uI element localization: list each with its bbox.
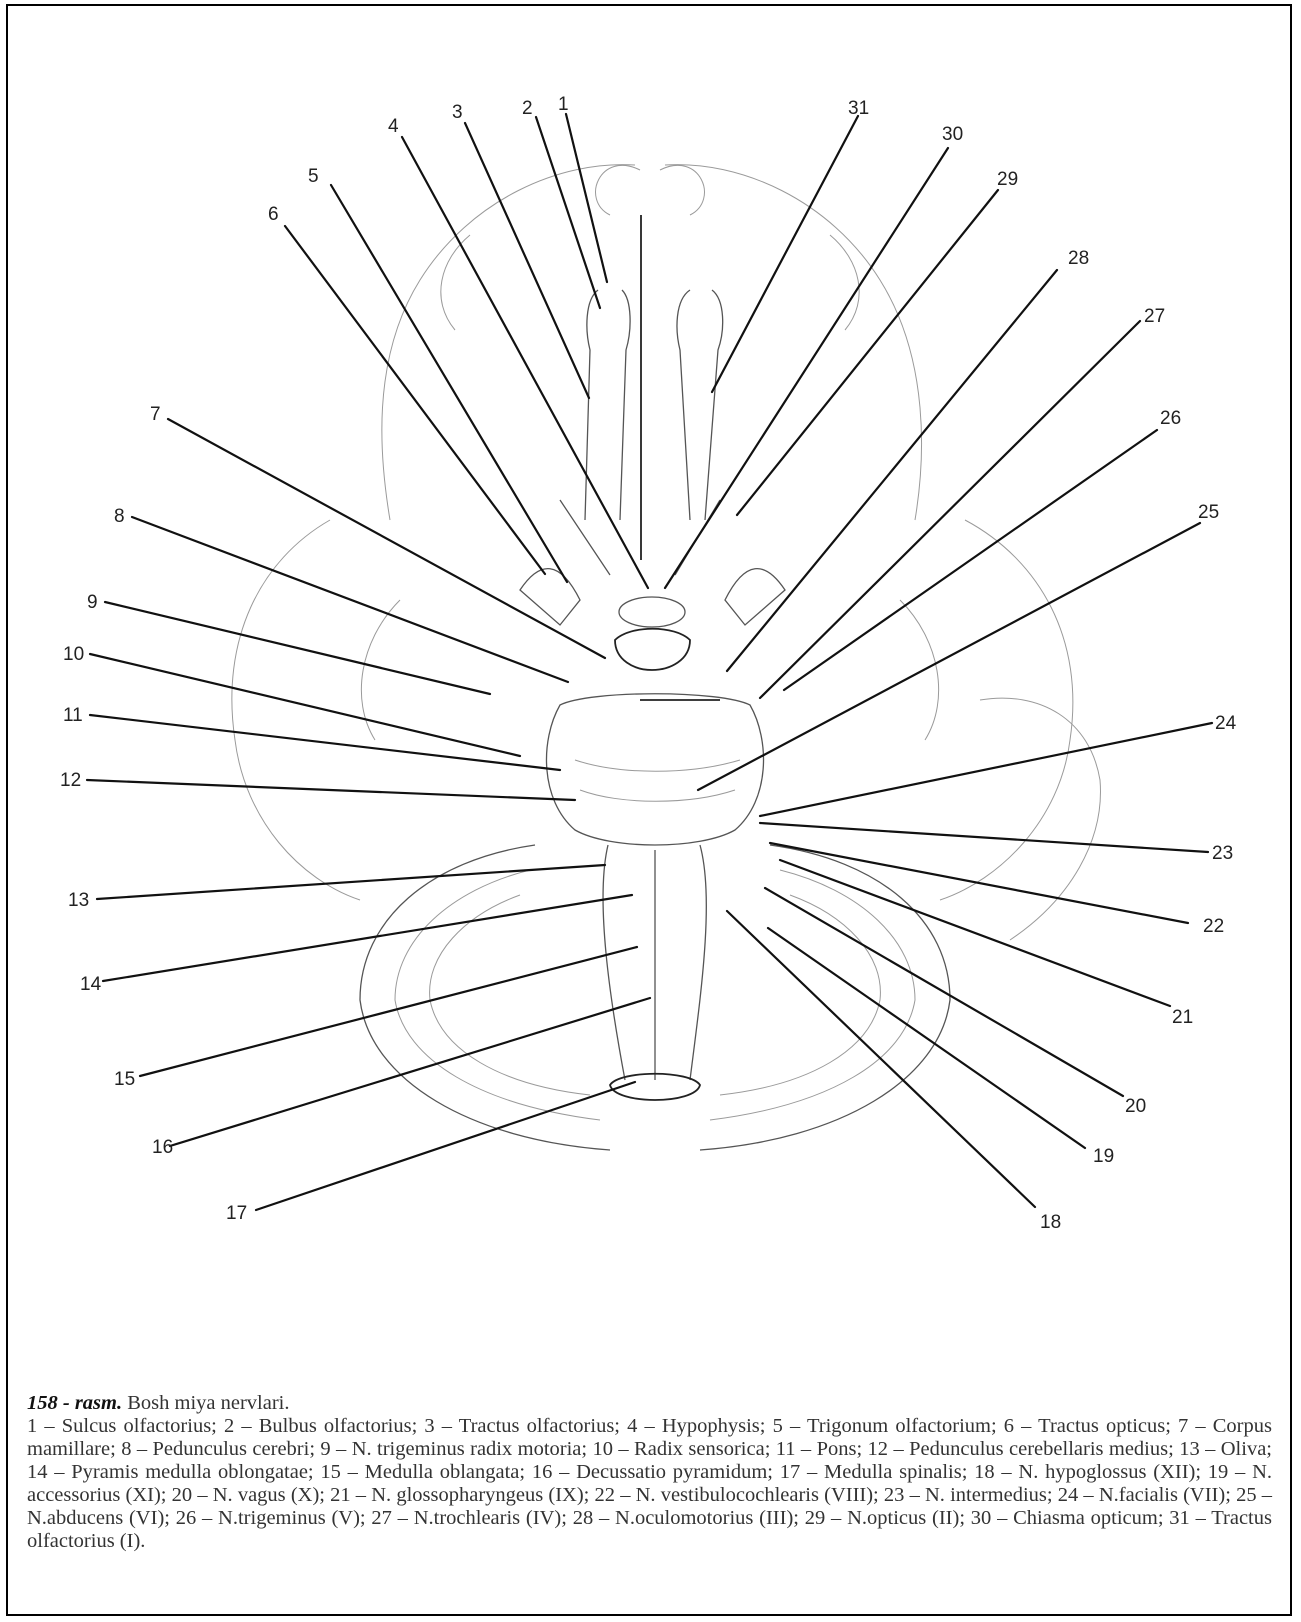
- label-21: 21: [1172, 1007, 1193, 1028]
- label-18: 18: [1040, 1212, 1061, 1233]
- label-11: 11: [63, 705, 83, 726]
- optic-region: [520, 500, 785, 670]
- label-10: 10: [63, 644, 84, 665]
- cerebrum-outline: [232, 165, 1101, 940]
- label-25: 25: [1198, 502, 1219, 523]
- label-17: 17: [226, 1203, 247, 1224]
- label-19: 19: [1093, 1146, 1114, 1167]
- label-2: 2: [522, 98, 533, 119]
- label-29: 29: [997, 169, 1018, 190]
- label-4: 4: [388, 116, 399, 137]
- figure-caption: 158 - rasm. Bosh miya nervlari. 1 – Sulc…: [27, 1392, 1272, 1553]
- label-1: 1: [558, 94, 569, 115]
- label-6: 6: [268, 204, 279, 225]
- caption-heading: 158 - rasm. Bosh miya nervlari.: [27, 1392, 1272, 1415]
- label-22: 22: [1203, 916, 1224, 937]
- brain-base-illustration: 1 2 3 4 5 6 7 8 9 10 11 12 13 14 15 16 1…: [0, 0, 1301, 1380]
- label-14: 14: [80, 974, 102, 995]
- label-16: 16: [152, 1137, 173, 1158]
- labels-right: 18 19 20 21 22 23 24 25 26 27 28 29 30 3…: [848, 98, 1237, 1233]
- label-27: 27: [1144, 306, 1165, 327]
- label-3: 3: [452, 102, 463, 123]
- label-28: 28: [1068, 248, 1089, 269]
- label-13: 13: [68, 890, 89, 911]
- label-26: 26: [1160, 408, 1181, 429]
- label-15: 15: [114, 1069, 135, 1090]
- label-8: 8: [114, 506, 125, 527]
- label-20: 20: [1125, 1096, 1146, 1117]
- label-23: 23: [1212, 843, 1233, 864]
- label-24: 24: [1215, 713, 1237, 734]
- label-12: 12: [60, 770, 81, 791]
- label-31: 31: [848, 98, 869, 119]
- medulla-and-spinal-cord: [603, 845, 706, 1100]
- figure-number: 158 - rasm.: [27, 1392, 122, 1414]
- leader-lines-right: [665, 116, 1212, 1207]
- label-7: 7: [150, 404, 161, 425]
- leader-lines-left: [87, 114, 650, 1210]
- pons-and-peduncles: [546, 694, 763, 845]
- figure-title: Bosh miya nervlari.: [127, 1392, 289, 1414]
- label-30: 30: [942, 124, 963, 145]
- label-9: 9: [87, 592, 98, 613]
- caption-legend: 1 – Sulcus olfactorius; 2 – Bulbus olfac…: [27, 1415, 1272, 1553]
- label-5: 5: [308, 166, 319, 187]
